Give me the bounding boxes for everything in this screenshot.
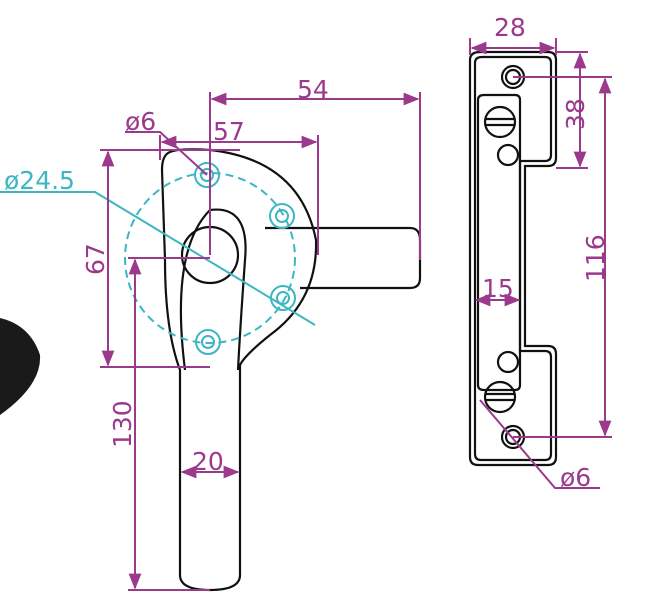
screw-hole [269, 203, 295, 229]
dim-rosette-width: 57 [213, 117, 245, 146]
partial-product-photo [0, 318, 41, 415]
screw-hole [195, 329, 221, 355]
bracket-dimensions [469, 38, 612, 489]
handle-dimensions [100, 92, 421, 591]
dim-tab-height: 38 [561, 98, 590, 130]
dim-spindle-length: 54 [297, 75, 329, 104]
slotted-screw-icon [483, 105, 517, 139]
mount-hole [496, 143, 520, 167]
handle-outline [160, 148, 422, 592]
dim-rosette-height: 67 [81, 243, 110, 275]
dim-handle-length: 130 [108, 400, 137, 448]
dim-bracket-hole: ø6 [560, 463, 591, 492]
dim-plate-width: 15 [482, 274, 514, 303]
bolt-circle [0, 162, 316, 355]
screw-hole [194, 162, 220, 188]
dim-screw-hole: ø6 [125, 107, 156, 136]
slotted-screw-icon [483, 380, 517, 414]
dim-handle-width: 20 [192, 447, 224, 476]
dim-bolt-circle: ø24.5 [4, 166, 75, 195]
dim-hole-spacing: 116 [581, 234, 610, 282]
mount-hole [496, 350, 520, 374]
dim-bracket-width: 28 [494, 13, 526, 42]
